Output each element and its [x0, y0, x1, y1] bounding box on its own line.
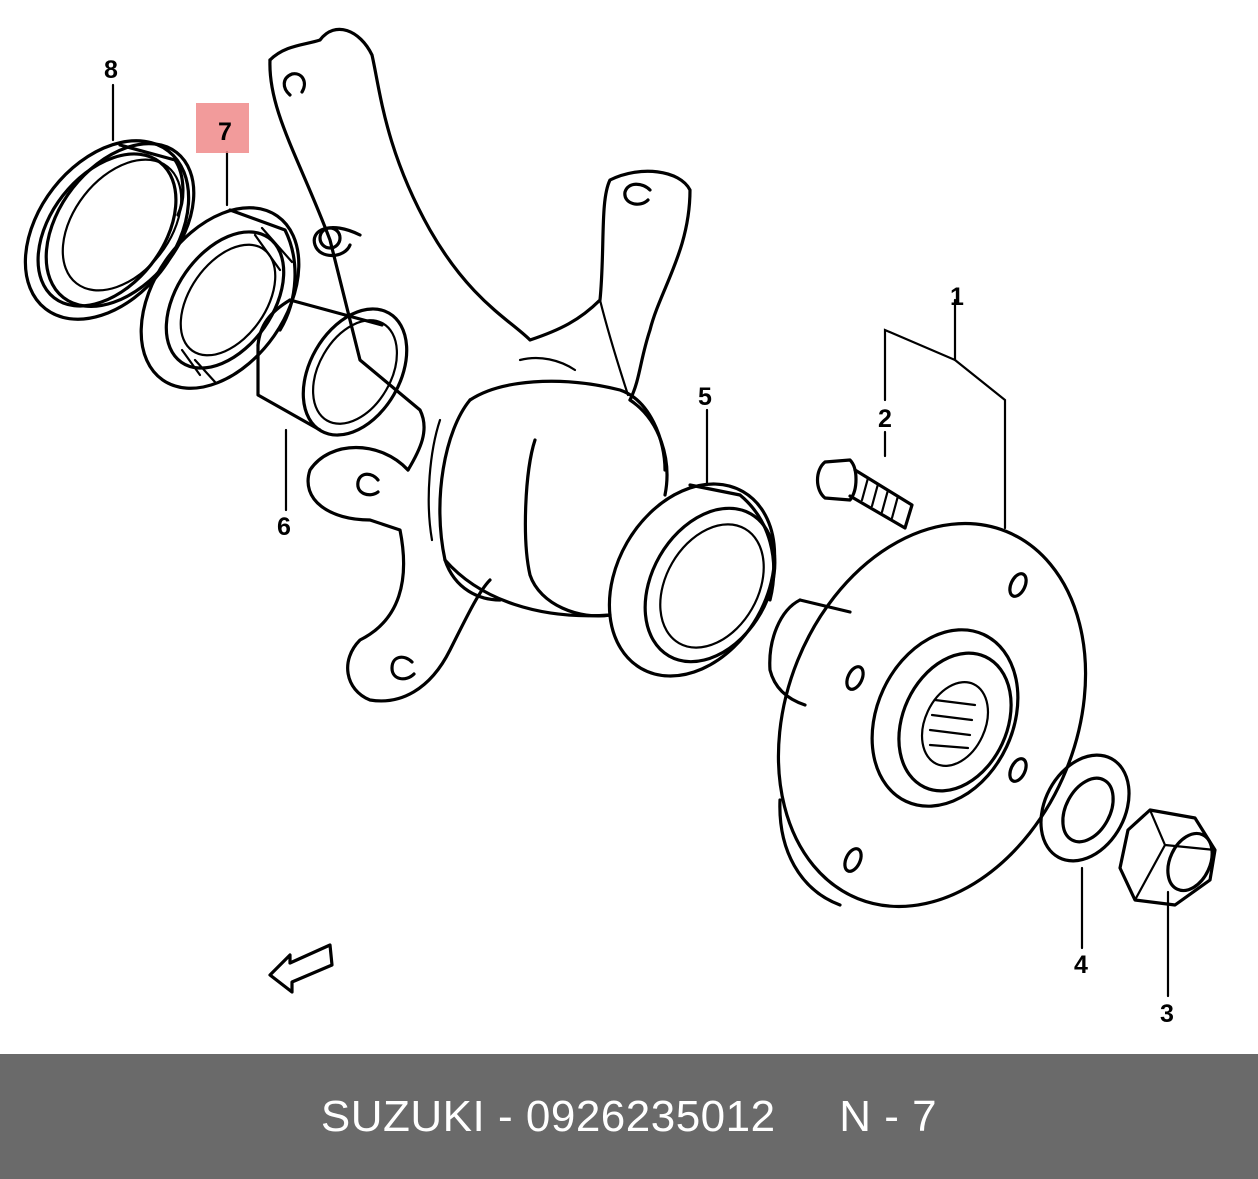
callout-highlight [196, 103, 249, 153]
leader-lines [111, 83, 1170, 998]
reference-label: N - 7 [839, 1091, 938, 1141]
spacer-part-6 [256, 298, 409, 437]
callout-3: 3 [1160, 1000, 1174, 1028]
footer-text: SUZUKI - 0926235012 N - 7 [321, 1092, 937, 1142]
bearing-part-5 [607, 482, 777, 678]
callout-8: 8 [104, 56, 118, 84]
part-number: 0926235012 [525, 1091, 776, 1141]
nut-part-3 [1118, 808, 1217, 907]
footer-separator: - [485, 1091, 526, 1141]
wheel-hub-part-1 [768, 521, 1088, 909]
washer-part-4 [1039, 753, 1131, 863]
oil-seal-part-8 [23, 139, 196, 321]
bearing-part-7 [139, 206, 301, 390]
callout-2: 2 [878, 405, 892, 433]
callout-4: 4 [1074, 951, 1088, 979]
exploded-parts-diagram: 8 7 6 5 1 2 4 3 [23, 27, 1217, 1028]
callout-5: 5 [698, 383, 712, 411]
part-info-footer: SUZUKI - 0926235012 N - 7 [0, 1054, 1258, 1179]
wheel-stud-part-2 [815, 458, 914, 530]
callout-1: 1 [950, 283, 964, 311]
footer-gap [776, 1092, 840, 1141]
brand-label: SUZUKI [320, 1091, 486, 1141]
callout-6: 6 [277, 513, 291, 541]
forward-arrow-icon [268, 943, 334, 994]
callout-7: 7 [218, 118, 232, 146]
steering-knuckle [268, 27, 692, 703]
